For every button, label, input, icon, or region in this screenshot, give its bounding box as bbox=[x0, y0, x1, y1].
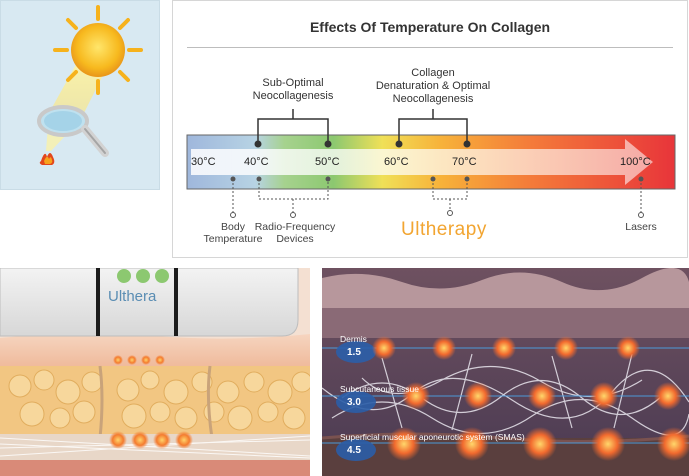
marker-label-body-temperature: Body Temperature bbox=[203, 221, 263, 245]
scale-label: 70°C bbox=[452, 156, 477, 168]
layer-name-dermis: Dermis bbox=[340, 334, 367, 344]
marker-label-lasers: Lasers bbox=[625, 221, 657, 233]
sun-icon bbox=[37, 5, 143, 165]
depth-value-subcutaneous: 3.0 bbox=[347, 397, 361, 408]
skin-cross-section-graphic bbox=[0, 268, 310, 476]
depth-value-smas: 4.5 bbox=[347, 445, 361, 456]
scale-label: 40°C bbox=[244, 156, 269, 168]
sun-magnifier-illustration bbox=[0, 0, 160, 190]
scale-label: 50°C bbox=[315, 156, 340, 168]
skin-layers-depth-illustration: Dermis 1.5 Subcutaneous tissue 3.0 Super… bbox=[322, 268, 689, 476]
marker-label-radio-frequency: Radio-Frequency Devices bbox=[254, 221, 336, 245]
layer-name-subcutaneous: Subcutaneous tissue bbox=[340, 384, 419, 394]
scale-label: 30°C bbox=[191, 156, 216, 168]
group-label-optimal: Collagen Denaturation & Optimal Neocolla… bbox=[375, 67, 491, 105]
layer-name-smas: Superficial muscular aponeurotic system … bbox=[340, 432, 525, 442]
temperature-chart-panel: Effects Of Temperature On Collagen bbox=[172, 0, 688, 258]
skin-layers-graphic bbox=[322, 268, 689, 476]
ultherapy-logo-text: Ultherapy bbox=[401, 219, 487, 240]
temperature-bar-graphic bbox=[186, 109, 676, 218]
chart-title: Effects Of Temperature On Collagen bbox=[309, 19, 551, 35]
scale-label: 100°C bbox=[620, 156, 651, 168]
scale-label: 60°C bbox=[384, 156, 409, 168]
title-divider bbox=[187, 47, 673, 48]
group-label-sub-optimal: Sub-Optimal Neocollagenesis bbox=[252, 77, 334, 102]
transducer-skin-illustration: Ulthera bbox=[0, 268, 310, 476]
depth-value-dermis: 1.5 bbox=[347, 347, 361, 358]
device-brand-label: Ulthera bbox=[108, 288, 157, 305]
